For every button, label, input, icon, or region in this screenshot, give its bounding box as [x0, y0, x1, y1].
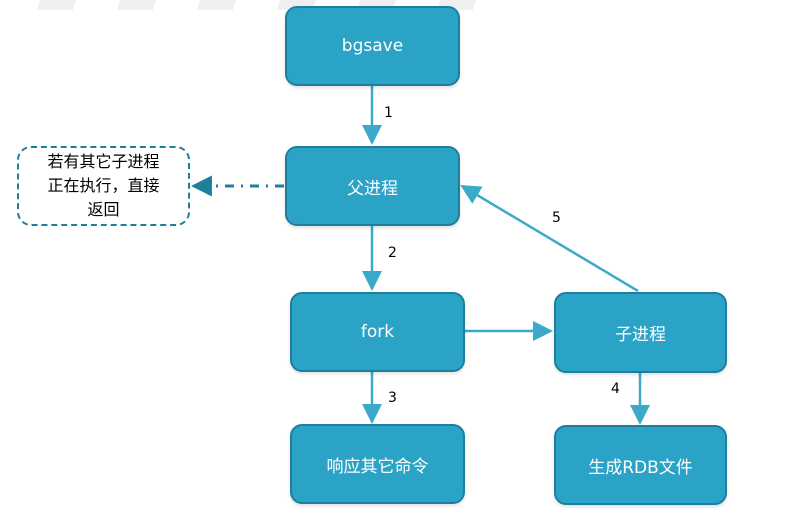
note-other-child-running: 若有其它子进程 正在执行，直接 返回 — [17, 146, 190, 226]
node-parent-process: 父进程 — [285, 146, 460, 226]
edge-label-2: 2 — [388, 245, 397, 261]
edge-label-1: 1 — [384, 105, 393, 121]
node-bgsave: bgsave — [285, 6, 460, 86]
edge-label-5: 5 — [552, 210, 561, 226]
edge-label-4: 4 — [611, 381, 620, 397]
node-child-process: 子进程 — [554, 292, 727, 373]
edge-child-to-parent — [460, 184, 639, 293]
node-fork: fork — [290, 292, 465, 372]
node-generate-rdb-file: 生成RDB文件 — [554, 425, 727, 505]
node-respond-other-commands: 响应其它命令 — [290, 424, 465, 504]
edge-label-3: 3 — [388, 390, 397, 406]
